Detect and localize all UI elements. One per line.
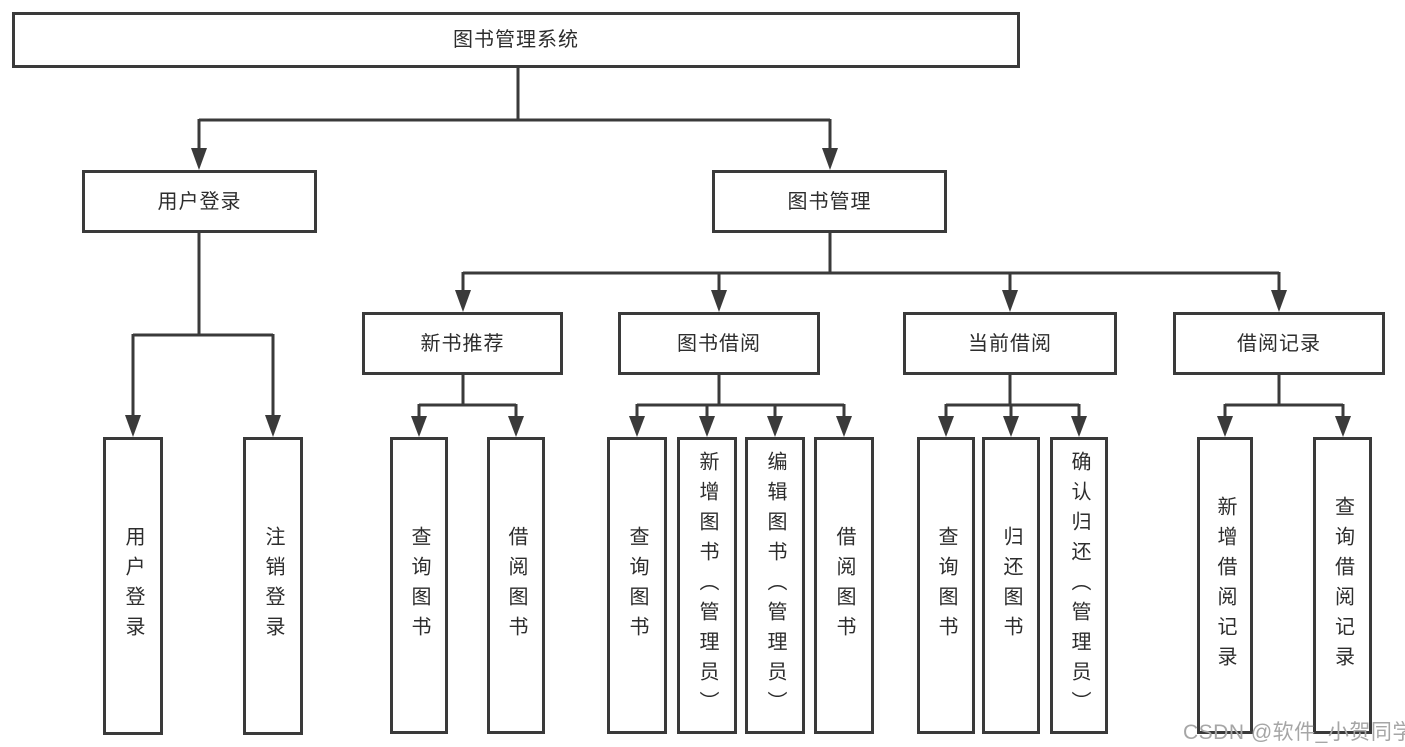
node-label: 查询图书 [935, 525, 957, 646]
leaf-add-books-admin: 新增图书（管理员） [677, 437, 737, 734]
node-user-login: 用户登录 [82, 170, 317, 233]
node-label: 图书借阅 [677, 332, 761, 355]
node-label: 新增借阅记录 [1214, 495, 1236, 676]
leaf-query-books-borrowing: 查询图书 [607, 437, 667, 734]
node-book-borrowing: 图书借阅 [618, 312, 820, 375]
connector-root-to-level2 [191, 68, 838, 170]
node-current-borrowing: 当前借阅 [903, 312, 1117, 375]
node-label: 当前借阅 [968, 332, 1052, 355]
leaf-borrow-books: 借阅图书 [814, 437, 874, 734]
node-label: 查询图书 [408, 525, 430, 646]
node-label: 借阅记录 [1237, 332, 1321, 355]
connector-borrow-records-to-leaves [1217, 375, 1351, 437]
node-label: 查询借阅记录 [1331, 495, 1354, 676]
leaf-edit-books-admin: 编辑图书（管理员） [745, 437, 805, 734]
node-label: 图书管理系统 [453, 29, 579, 51]
node-label: 编辑图书（管理员） [764, 450, 786, 721]
node-library-management-system: 图书管理系统 [12, 12, 1020, 68]
connector-current-borrow-to-leaves [938, 375, 1087, 437]
node-label: 归还图书 [1000, 525, 1022, 646]
node-label: 确认归还（管理员） [1068, 450, 1090, 721]
node-label: 新书推荐 [420, 332, 505, 355]
node-label: 借阅图书 [833, 525, 855, 646]
node-new-book-recommendation: 新书推荐 [362, 312, 563, 375]
connector-book-mgmt-to-level3 [455, 233, 1287, 312]
connector-new-book-rec-to-leaves [411, 375, 524, 437]
node-label: 新增图书（管理员） [696, 450, 718, 721]
leaf-query-books-current: 查询图书 [917, 437, 975, 734]
connector-user-login-to-leaves [125, 233, 281, 437]
node-book-management: 图书管理 [712, 170, 947, 233]
node-label: 用户登录 [122, 526, 144, 646]
leaf-confirm-return-admin: 确认归还（管理员） [1050, 437, 1108, 734]
node-borrowing-records: 借阅记录 [1173, 312, 1385, 375]
node-label: 用户登录 [157, 190, 242, 213]
leaf-logout: 注销登录 [243, 437, 303, 735]
node-label: 查询图书 [626, 525, 648, 646]
leaf-query-books-recommendation: 查询图书 [390, 437, 448, 734]
leaf-query-borrow-record: 查询借阅记录 [1313, 437, 1372, 734]
leaf-return-books: 归还图书 [982, 437, 1040, 734]
node-label: 图书管理 [787, 190, 872, 213]
node-label: 借阅图书 [505, 525, 527, 646]
leaf-user-login: 用户登录 [103, 437, 163, 735]
csdn-watermark: CSDN @软件_小贺同学 [1183, 721, 1405, 744]
leaf-add-borrow-record: 新增借阅记录 [1197, 437, 1253, 734]
leaf-borrow-books-recommendation: 借阅图书 [487, 437, 545, 734]
connector-book-borrow-to-leaves [629, 375, 852, 437]
node-label: 注销登录 [262, 526, 284, 646]
